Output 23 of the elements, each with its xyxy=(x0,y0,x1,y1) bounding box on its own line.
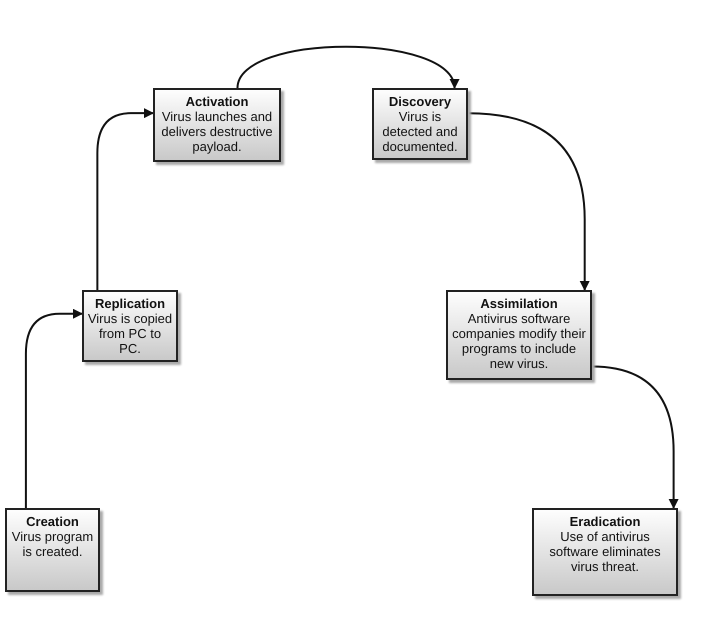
stage-box xyxy=(446,290,592,380)
stage-title: Creation xyxy=(25,514,80,529)
stage-description: Virus is copied from PC to PC. xyxy=(87,311,173,356)
stage-title: Eradication xyxy=(568,514,642,529)
stage-box xyxy=(5,508,100,592)
stage-title: Discovery xyxy=(388,94,452,109)
stage-title: Replication xyxy=(94,296,166,311)
curved-arrow xyxy=(96,108,154,290)
curved-arrow xyxy=(468,112,590,291)
stage-box xyxy=(82,290,178,362)
curved-arrow xyxy=(236,46,456,89)
curved-arrow xyxy=(24,308,83,508)
stage-description: Virus is detected and documented. xyxy=(381,109,459,154)
stage-title: Activation xyxy=(184,94,250,109)
stage-title: Assimilation xyxy=(479,296,559,311)
stage-description: Virus program is created. xyxy=(10,529,94,559)
stage-box xyxy=(153,88,281,162)
stage-description: Virus launches and delivers destructive payload. xyxy=(160,109,274,154)
stage-box xyxy=(372,88,468,160)
stage-description: Antivirus software companies modify their programs to include new virus. xyxy=(451,311,587,371)
stage-box xyxy=(532,508,678,596)
stage-description: Use of antivirus software eliminates virus threat. xyxy=(548,529,662,574)
curved-arrow xyxy=(592,366,679,509)
